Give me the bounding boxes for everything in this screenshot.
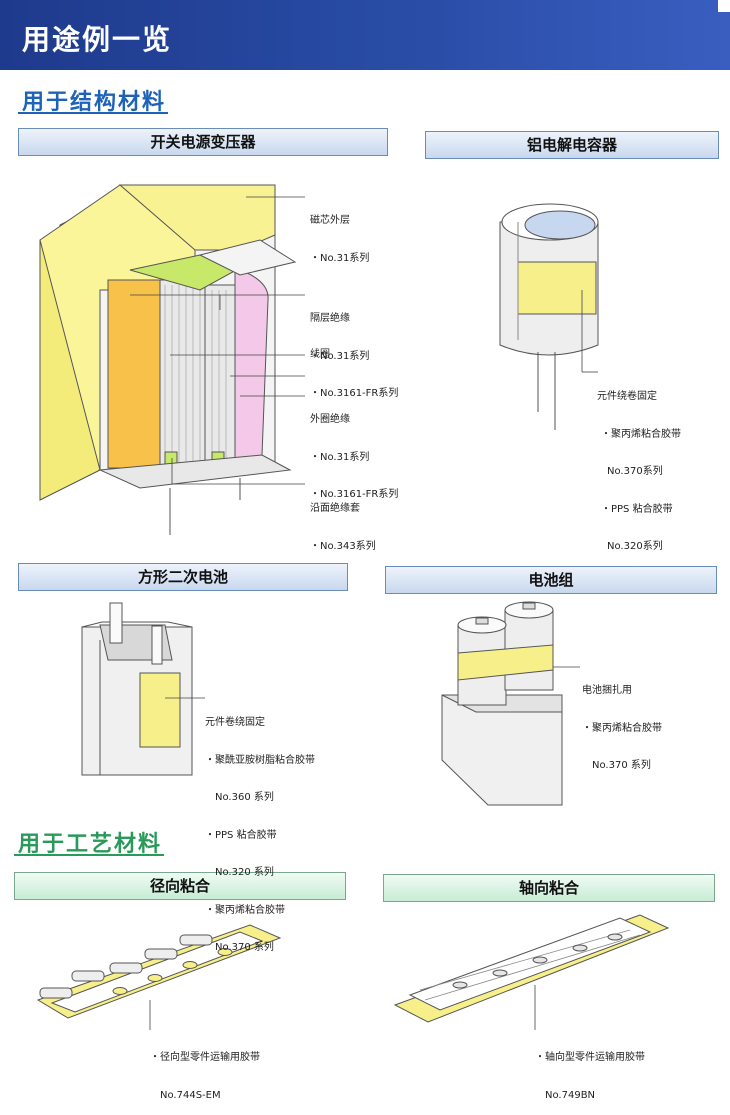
label-layer-insulation-item-2: ・No.3161-FR系列	[310, 388, 399, 399]
label-outer-insulation-item-1: ・No.31系列	[310, 451, 370, 463]
label-capacitor: 元件绕卷固定 ・聚丙烯粘合胶带 No.370系列 ・PPS 粘合胶带 No.32…	[597, 366, 681, 566]
label-core-outer-name: 磁芯外层	[310, 215, 350, 226]
panel-title-capacitor: 铝电解电容器	[425, 131, 719, 159]
radial-tape-illustration	[36, 924, 282, 1019]
label-battery-pack-item-2: No.370 系列	[592, 760, 651, 771]
panel-title-axial: 轴向粘合	[383, 874, 715, 902]
label-battery-pack-name: 电池捆扎用	[582, 685, 632, 696]
label-square-battery-item-4: No.320 系列	[215, 867, 274, 878]
label-square-battery-name: 元件卷绕固定	[205, 717, 265, 728]
panel-title-transformer: 开关电源变压器	[18, 128, 388, 156]
panel-title-battery-pack: 电池组	[385, 566, 717, 594]
label-square-battery-item-2: No.360 系列	[215, 792, 274, 803]
label-edge-sleeve: 沿面绝缘套 ・No.343系列	[310, 478, 376, 566]
transformer-illustration	[39, 184, 297, 535]
label-capacitor-name: 元件绕卷固定	[597, 391, 657, 402]
label-core-outer: 磁芯外层 ・No.31系列	[310, 190, 369, 278]
label-square-battery-item-1: ・聚酰亚胺树脂粘合胶带	[205, 754, 315, 766]
label-battery-pack: 电池捆扎用 ・聚丙烯粘合胶带 No.370 系列	[582, 660, 662, 785]
label-axial-item-1: ・轴向型零件运输用胶带	[535, 1052, 645, 1063]
label-capacitor-item-4: No.320系列	[607, 541, 663, 552]
label-radial-item-2: No.744S-EM	[160, 1089, 221, 1101]
label-square-battery-item-3: ・PPS 粘合胶带	[205, 829, 277, 841]
section-title-process: 用于工艺材料	[18, 832, 163, 857]
illustrations	[36, 184, 670, 1030]
label-outer-insulation-item-2: ・No.3161-FR系列	[310, 489, 399, 500]
label-square-battery-item-5: ・聚丙烯粘合胶带	[205, 904, 285, 916]
label-outer-insulation-name: 外圈绝缘	[310, 414, 350, 425]
capacitor-illustration	[499, 203, 599, 430]
section-title-structure: 用于结构材料	[22, 90, 167, 115]
label-square-battery: 元件卷绕固定 ・聚酰亚胺树脂粘合胶带 No.360 系列 ・PPS 粘合胶带 N…	[205, 692, 315, 967]
label-square-battery-item-6: No.370 系列	[215, 942, 274, 953]
label-layer-insulation-name: 隔层绝缘	[310, 313, 350, 324]
label-layer-insulation-item-1: ・No.31系列	[310, 350, 370, 362]
battery-pack-illustration	[441, 601, 563, 806]
square-battery-illustration	[81, 602, 193, 776]
section-rule-process	[14, 854, 164, 856]
label-capacitor-item-2: No.370系列	[607, 466, 663, 477]
label-outer-insulation: 外圈绝缘 ・No.31系列 ・No.3161-FR系列	[310, 389, 398, 514]
label-battery-pack-item-1: ・聚丙烯粘合胶带	[582, 722, 662, 734]
section-rule-structure	[18, 112, 168, 114]
header-corner	[718, 0, 730, 12]
label-capacitor-item-1: ・聚丙烯粘合胶带	[601, 428, 681, 440]
axial-tape-illustration	[393, 914, 670, 1023]
page-title: 用途例一览	[22, 23, 173, 56]
label-capacitor-item-3: ・PPS 粘合胶带	[601, 503, 673, 515]
label-layer-insulation: 隔层绝缘 ・No.31系列 ・No.3161-FR系列	[310, 288, 398, 413]
panel-title-radial: 径向粘合	[14, 872, 346, 900]
label-core-outer-item: ・No.31系列	[310, 252, 370, 264]
label-coil: 线圈	[310, 349, 330, 360]
panel-title-square-battery: 方形二次电池	[18, 563, 348, 591]
label-edge-sleeve-item: ・No.343系列	[310, 540, 376, 552]
page-header: 用途例一览	[0, 0, 730, 70]
label-radial-item-1: ・径向型零件运输用胶带	[150, 1052, 260, 1063]
label-edge-sleeve-name: 沿面绝缘套	[310, 503, 360, 514]
label-axial-item-2: No.749BN	[545, 1089, 596, 1101]
